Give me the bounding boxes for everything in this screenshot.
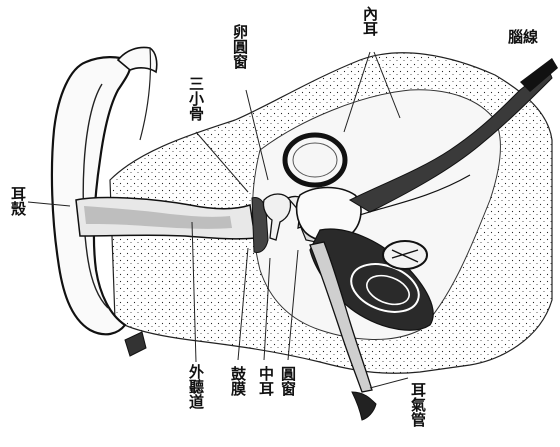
label-round-window: 圓窗 (280, 366, 295, 396)
label-middle-ear: 中耳 (258, 366, 273, 396)
tube-opening (352, 392, 376, 420)
semicircular-canal-inner (293, 143, 337, 177)
label-oval-window: 卵圓窗 (232, 24, 247, 69)
label-inner-ear: 內耳 (362, 6, 377, 36)
label-eustachian-tube: 耳氣管 (410, 382, 425, 427)
label-auditory-nerve: 腦線 (508, 30, 538, 45)
label-ear-auricle: 耳殼 (10, 186, 25, 216)
lobe-cut (125, 332, 146, 356)
label-three-ossicles: 三小骨 (188, 76, 203, 121)
label-external-canal: 外聽道 (188, 364, 203, 409)
label-eardrum: 鼓膜 (230, 366, 245, 396)
cochlea-coil-3 (383, 241, 427, 269)
